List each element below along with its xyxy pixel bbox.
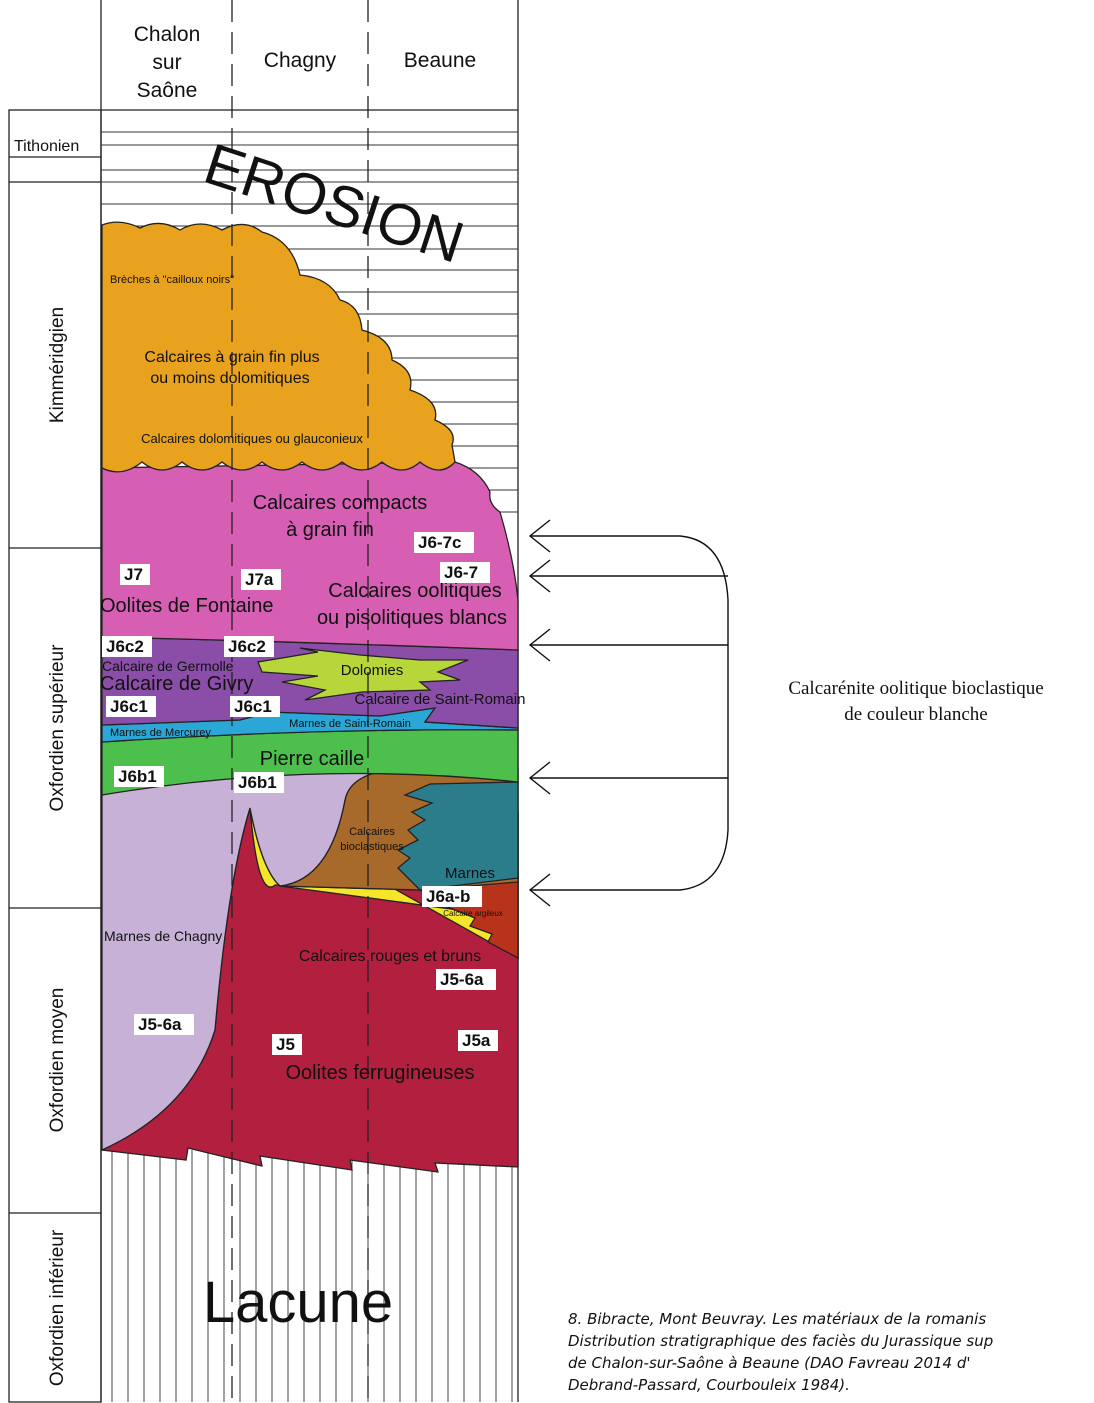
unit-label-dolomies: Dolomies bbox=[341, 662, 404, 679]
legend-brace bbox=[530, 535, 729, 891]
unit-label-marnes: Marnes bbox=[445, 865, 495, 882]
code-label-text: J5a bbox=[462, 1031, 491, 1050]
code-label-j5: J5 bbox=[272, 1034, 302, 1055]
code-label-j6c2-a: J6c2 bbox=[102, 636, 152, 657]
legend-label: Calcarénite oolitique bioclastique de co… bbox=[738, 676, 1094, 728]
code-label-text: J5-6a bbox=[440, 970, 484, 989]
unit-label-breches: Brèches à "cailloux noirs" bbox=[110, 274, 234, 286]
code-label-text: J6c1 bbox=[234, 697, 272, 716]
unit-label-oolitiques-2: ou pisolitiques blancs bbox=[317, 607, 507, 629]
code-label-text: J6-7c bbox=[418, 533, 461, 552]
code-label-text: J6c2 bbox=[228, 637, 266, 656]
stage-label-tithonien: Tithonien bbox=[14, 138, 79, 155]
code-label-text: J6b1 bbox=[238, 773, 277, 792]
code-label-box bbox=[234, 772, 284, 793]
code-label-j5a: J5a bbox=[458, 1030, 498, 1051]
layer-marnes-de-chagny bbox=[101, 767, 519, 1152]
code-label-j7: J7 bbox=[120, 564, 150, 585]
unit-label-marnes-saint-romain: Marnes de Saint-Romain bbox=[289, 718, 411, 730]
code-label-box bbox=[106, 696, 156, 717]
unit-label-compacts-2: à grain fin bbox=[286, 519, 374, 541]
code-label-box bbox=[436, 969, 496, 990]
code-label-text: J6c2 bbox=[106, 637, 144, 656]
code-label-j6c2-b: J6c2 bbox=[224, 636, 274, 657]
column-label-beaune: Beaune bbox=[404, 49, 476, 72]
unit-label-calcaires-grain-fin: Calcaires à grain fin plus bbox=[144, 349, 319, 366]
code-label-text: J6b1 bbox=[118, 767, 157, 786]
figure-caption: 8. Bibracte, Mont Beuvray. Les matériaux… bbox=[568, 1308, 1094, 1396]
code-label-box bbox=[272, 1034, 302, 1055]
code-label-j6ab: J6a-b bbox=[422, 886, 482, 907]
unit-label-germolle: Calcaire de Germolle bbox=[102, 658, 234, 674]
unit-label-calcaires-bioclastiques-2: bioclastiques bbox=[340, 841, 404, 853]
legend-line-2: de couleur blanche bbox=[844, 704, 988, 725]
code-label-j6b1-a: J6b1 bbox=[114, 766, 164, 787]
code-label-text: J6a-b bbox=[426, 887, 470, 906]
unit-label-oolitiques: Calcaires oolitiques bbox=[328, 580, 501, 602]
code-label-box bbox=[458, 1030, 498, 1051]
code-label-box bbox=[114, 766, 164, 787]
unit-label-calcaires-bioclastiques: Calcaires bbox=[349, 826, 395, 838]
code-label-box bbox=[134, 1014, 194, 1035]
layer-calcaires-kimmeridgiens bbox=[101, 221, 456, 473]
code-label-j56a-a: J5-6a bbox=[134, 1014, 194, 1035]
column-label-chalon-3: Saône bbox=[137, 79, 198, 102]
stage-label-kimmeridgien: Kimméridgien bbox=[47, 307, 68, 423]
code-label-j6b1-b: J6b1 bbox=[234, 772, 284, 793]
code-label-box bbox=[102, 636, 152, 657]
unit-label-calcaires-grain-fin-2: ou moins dolomitiques bbox=[150, 370, 309, 387]
code-label-box bbox=[230, 696, 280, 717]
unit-label-pierre-caille: Pierre caille bbox=[260, 748, 364, 770]
column-label-chagny: Chagny bbox=[264, 49, 337, 72]
unit-label-fontaine: Oolites de Fontaine bbox=[100, 595, 273, 617]
layer-dolomies bbox=[257, 647, 469, 701]
caption-line-4: Debrand-Passard, Courbouleix 1984). bbox=[568, 1376, 850, 1394]
caption-line-2: Distribution stratigraphique des faciès … bbox=[568, 1332, 994, 1350]
layer-marnes bbox=[396, 781, 519, 891]
code-label-text: J7 bbox=[124, 565, 143, 584]
code-label-text: J5 bbox=[276, 1035, 295, 1054]
code-label-j6c1-a: J6c1 bbox=[106, 696, 156, 717]
code-label-text: J6-7 bbox=[444, 563, 478, 582]
stage-label-oxfordien-inferieur: Oxfordien inférieur bbox=[47, 1229, 68, 1386]
code-label-j56a-b: J5-6a bbox=[436, 969, 496, 990]
column-label-chalon: Chalon bbox=[134, 23, 201, 46]
arrowhead-icon bbox=[528, 519, 551, 907]
unit-label-compacts: Calcaires compacts bbox=[253, 492, 428, 514]
caption-line-3: de Chalon-sur-Saône à Beaune (DAO Favrea… bbox=[568, 1354, 971, 1372]
code-label-text: J7a bbox=[245, 570, 274, 589]
unit-label-saint-romain: Calcaire de Saint-Romain bbox=[355, 691, 526, 708]
code-label-box bbox=[120, 564, 150, 585]
code-label-box bbox=[241, 569, 281, 590]
code-label-box bbox=[440, 562, 490, 583]
code-label-text: J5-6a bbox=[138, 1015, 182, 1034]
legend-line-1: Calcarénite oolitique bioclastique bbox=[788, 678, 1044, 699]
code-label-box bbox=[422, 886, 482, 907]
caption-line-1: 8. Bibracte, Mont Beuvray. Les matériaux… bbox=[568, 1310, 987, 1328]
code-label-j7a: J7a bbox=[241, 569, 281, 590]
stage-label-oxfordien-moyen: Oxfordien moyen bbox=[47, 988, 68, 1133]
code-label-j6c1-b: J6c1 bbox=[230, 696, 280, 717]
lacune-hatching bbox=[111, 1150, 513, 1402]
lacune-label: Lacune bbox=[203, 1270, 393, 1335]
code-label-box bbox=[224, 636, 274, 657]
code-label-box bbox=[414, 532, 474, 553]
unit-label-calcaires-dolomitiques: Calcaires dolomitiques ou glauconieux bbox=[141, 431, 363, 446]
unit-label-rouges-bruns: Calcaires rouges et bruns bbox=[299, 948, 481, 965]
code-label-j67c: J6-7c bbox=[414, 532, 474, 553]
unit-label-calcaire-argileux: Calcaire argileux bbox=[443, 909, 503, 918]
unit-label-givry: Calcaire de Givry bbox=[100, 673, 253, 695]
unit-label-oolites-ferrugineuses: Oolites ferrugineuses bbox=[286, 1062, 475, 1084]
column-label-chalon-2: sur bbox=[152, 51, 181, 74]
code-label-text: J6c1 bbox=[110, 697, 148, 716]
stage-label-oxfordien-superieur: Oxfordien supérieur bbox=[47, 644, 68, 812]
unit-label-marnes-mercurey: Marnes de Mercurey bbox=[110, 727, 211, 739]
code-label-j67: J6-7 bbox=[440, 562, 490, 583]
unit-label-marnes-de-chagny: Marnes de Chagny bbox=[104, 928, 222, 944]
